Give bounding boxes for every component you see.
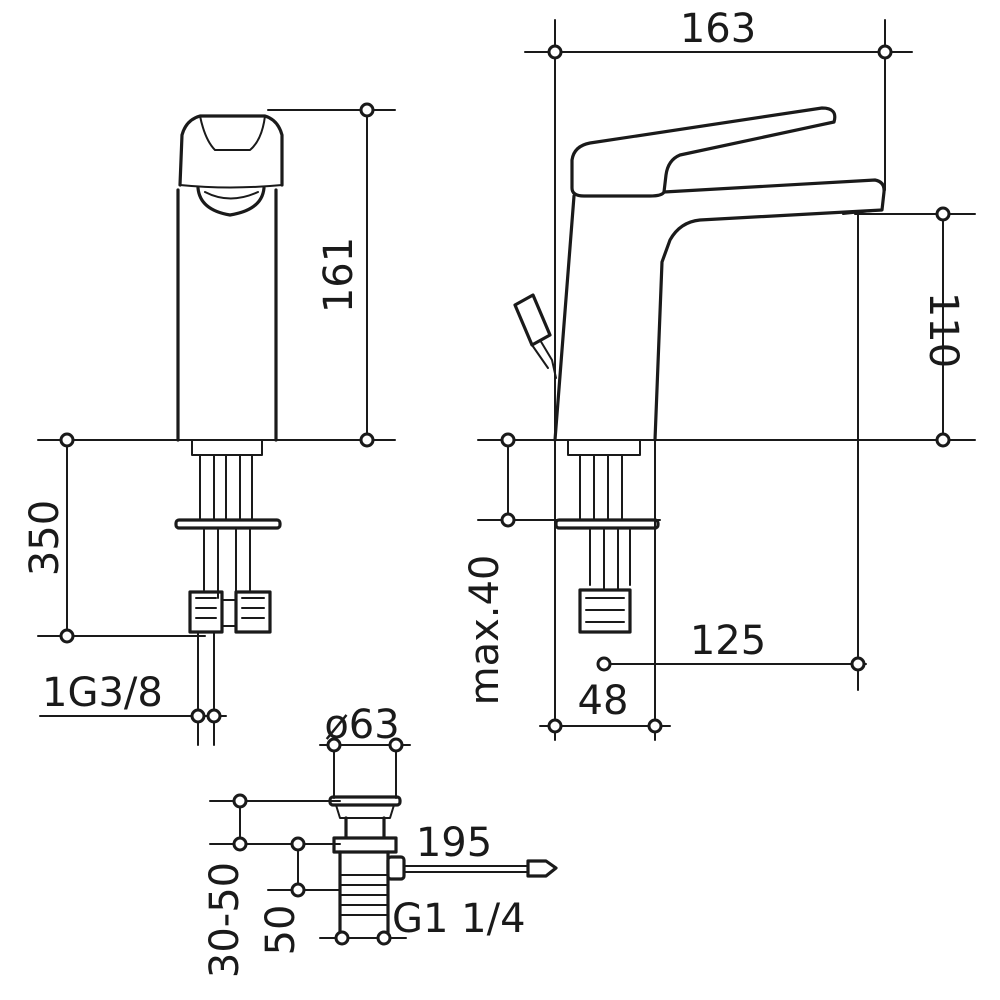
- dim-63-label: ø63: [324, 702, 399, 748]
- dim-110-label: 110: [920, 292, 966, 368]
- dim-thread-label: 1G3/8: [42, 670, 163, 716]
- dim-50-label: 50: [258, 905, 304, 956]
- dim-195-label: 195: [416, 820, 492, 866]
- side-view-dimensions: [477, 19, 976, 741]
- dim-range-label: 30-50: [202, 862, 248, 978]
- dim-125-label: 125: [690, 618, 766, 664]
- side-view-faucet: [513, 106, 886, 634]
- dim-waste-thread-label: G1 1/4: [392, 896, 526, 942]
- dim-161-label: 161: [316, 237, 362, 313]
- dim-163-label: 163: [680, 6, 756, 52]
- waste-drain: [328, 795, 558, 937]
- front-view-dimensions: [37, 102, 396, 724]
- dim-48-label: 48: [578, 678, 629, 724]
- dim-max40-label: max.40: [462, 555, 508, 706]
- front-view-faucet: [174, 114, 284, 746]
- dim-350-label: 350: [22, 500, 68, 576]
- waste-dimensions: [209, 737, 411, 946]
